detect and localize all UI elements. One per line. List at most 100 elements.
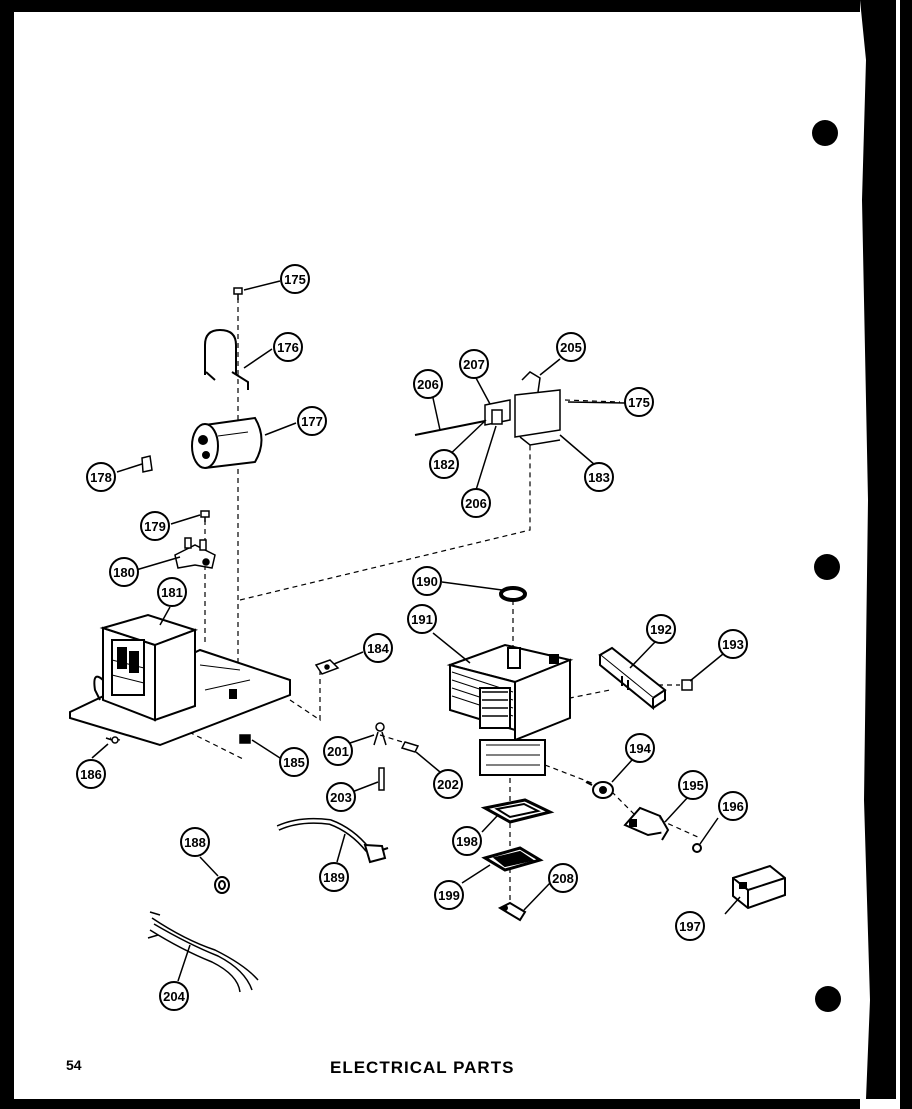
clip-icon xyxy=(314,659,340,675)
screw-icon xyxy=(400,741,420,753)
nut-icon xyxy=(692,843,702,853)
callout-203: 203 xyxy=(326,782,356,812)
ground-terminal-icon xyxy=(373,722,387,746)
callout-197: 197 xyxy=(675,911,705,941)
thermal-cutout-icon xyxy=(585,781,614,799)
binder-hole-top xyxy=(812,120,838,146)
callout-label: 205 xyxy=(560,340,582,355)
callout-label: 206 xyxy=(417,377,439,392)
callout-label: 175 xyxy=(628,395,650,410)
gasket-ring-icon xyxy=(499,586,527,602)
capacitor-clamp-icon xyxy=(204,328,249,390)
callout-199: 199 xyxy=(434,880,464,910)
clamp-icon xyxy=(497,901,527,922)
fuse-link-icon xyxy=(378,767,385,791)
callout-177: 177 xyxy=(297,406,327,436)
callout-198: 198 xyxy=(452,826,482,856)
switch-assembly-icon xyxy=(414,371,561,446)
callout-206b: 206 xyxy=(413,369,443,399)
callout-label: 189 xyxy=(323,870,345,885)
terminal-block-icon xyxy=(732,864,786,910)
callout-label: 195 xyxy=(682,778,704,793)
terminal-icon xyxy=(141,455,153,473)
callout-label: 193 xyxy=(722,637,744,652)
magnetron-icon xyxy=(446,643,574,776)
callout-label: 188 xyxy=(184,835,206,850)
page-title: ELECTRICAL PARTS xyxy=(330,1058,515,1077)
callout-label: 201 xyxy=(327,744,349,759)
bracket-icon xyxy=(623,806,670,841)
callout-labels: 175 176 177 178 179 180 181 182 183 184 … xyxy=(76,264,748,1011)
callout-185: 185 xyxy=(279,747,309,777)
connector-icon xyxy=(681,679,693,691)
waveguide-gasket-icon xyxy=(481,846,544,872)
screw-icon xyxy=(200,510,210,522)
callout-label: 178 xyxy=(90,470,112,485)
bushing-icon xyxy=(214,876,230,894)
power-cord-icon xyxy=(276,817,389,864)
callout-175a: 175 xyxy=(280,264,310,294)
callout-205: 205 xyxy=(556,332,586,362)
callout-label: 183 xyxy=(588,470,610,485)
callout-178: 178 xyxy=(86,462,116,492)
callout-202: 202 xyxy=(433,769,463,799)
callout-176: 176 xyxy=(273,332,303,362)
callout-208: 208 xyxy=(548,863,578,893)
callout-181: 181 xyxy=(157,577,187,607)
callout-195: 195 xyxy=(678,770,708,800)
callout-label: 190 xyxy=(416,574,438,589)
callout-189: 189 xyxy=(319,862,349,892)
callout-label: 180 xyxy=(113,565,135,580)
callout-206: 206 xyxy=(461,488,491,518)
callout-label: 191 xyxy=(411,612,433,627)
callout-179: 179 xyxy=(140,511,170,541)
callout-204: 204 xyxy=(159,981,189,1011)
screw-icon xyxy=(105,736,119,744)
wire-harness-icon xyxy=(147,911,259,993)
callout-182: 182 xyxy=(429,449,459,479)
callout-label: 175 xyxy=(284,272,306,287)
callout-label: 194 xyxy=(629,741,651,756)
callout-label: 207 xyxy=(463,357,485,372)
callout-label: 181 xyxy=(161,585,183,600)
screw-icon xyxy=(233,287,243,300)
callout-188: 188 xyxy=(180,827,210,857)
callout-label: 196 xyxy=(722,799,744,814)
callout-label: 177 xyxy=(301,414,323,429)
callout-175b: 175 xyxy=(624,387,654,417)
callout-label: 204 xyxy=(163,989,185,1004)
capacitor-icon xyxy=(191,416,263,469)
callout-193: 193 xyxy=(718,629,748,659)
callout-196: 196 xyxy=(718,791,748,821)
callout-label: 198 xyxy=(456,834,478,849)
callout-201: 201 xyxy=(323,736,353,766)
callout-label: 182 xyxy=(433,457,455,472)
callout-180: 180 xyxy=(109,557,139,587)
binder-hole-middle xyxy=(814,554,840,580)
callout-label: 202 xyxy=(437,777,459,792)
callout-label: 197 xyxy=(679,919,701,934)
callout-label: 206 xyxy=(465,496,487,511)
page-number: 54 xyxy=(66,1057,82,1073)
callout-label: 185 xyxy=(283,755,305,770)
callout-label: 176 xyxy=(277,340,299,355)
diode-bracket-icon xyxy=(174,537,216,569)
callout-label: 208 xyxy=(552,871,574,886)
fuse-icon xyxy=(239,734,251,744)
callout-label: 186 xyxy=(80,767,102,782)
callout-191: 191 xyxy=(407,604,437,634)
callout-label: 179 xyxy=(144,519,166,534)
transformer-icon xyxy=(69,613,291,747)
leader-lines xyxy=(91,280,741,982)
callout-190: 190 xyxy=(412,566,442,596)
callout-184: 184 xyxy=(363,633,393,663)
callout-192: 192 xyxy=(646,614,676,644)
callout-label: 192 xyxy=(650,622,672,637)
callout-label: 203 xyxy=(330,790,352,805)
callout-186: 186 xyxy=(76,759,106,789)
callout-183: 183 xyxy=(584,462,614,492)
callout-label: 199 xyxy=(438,888,460,903)
